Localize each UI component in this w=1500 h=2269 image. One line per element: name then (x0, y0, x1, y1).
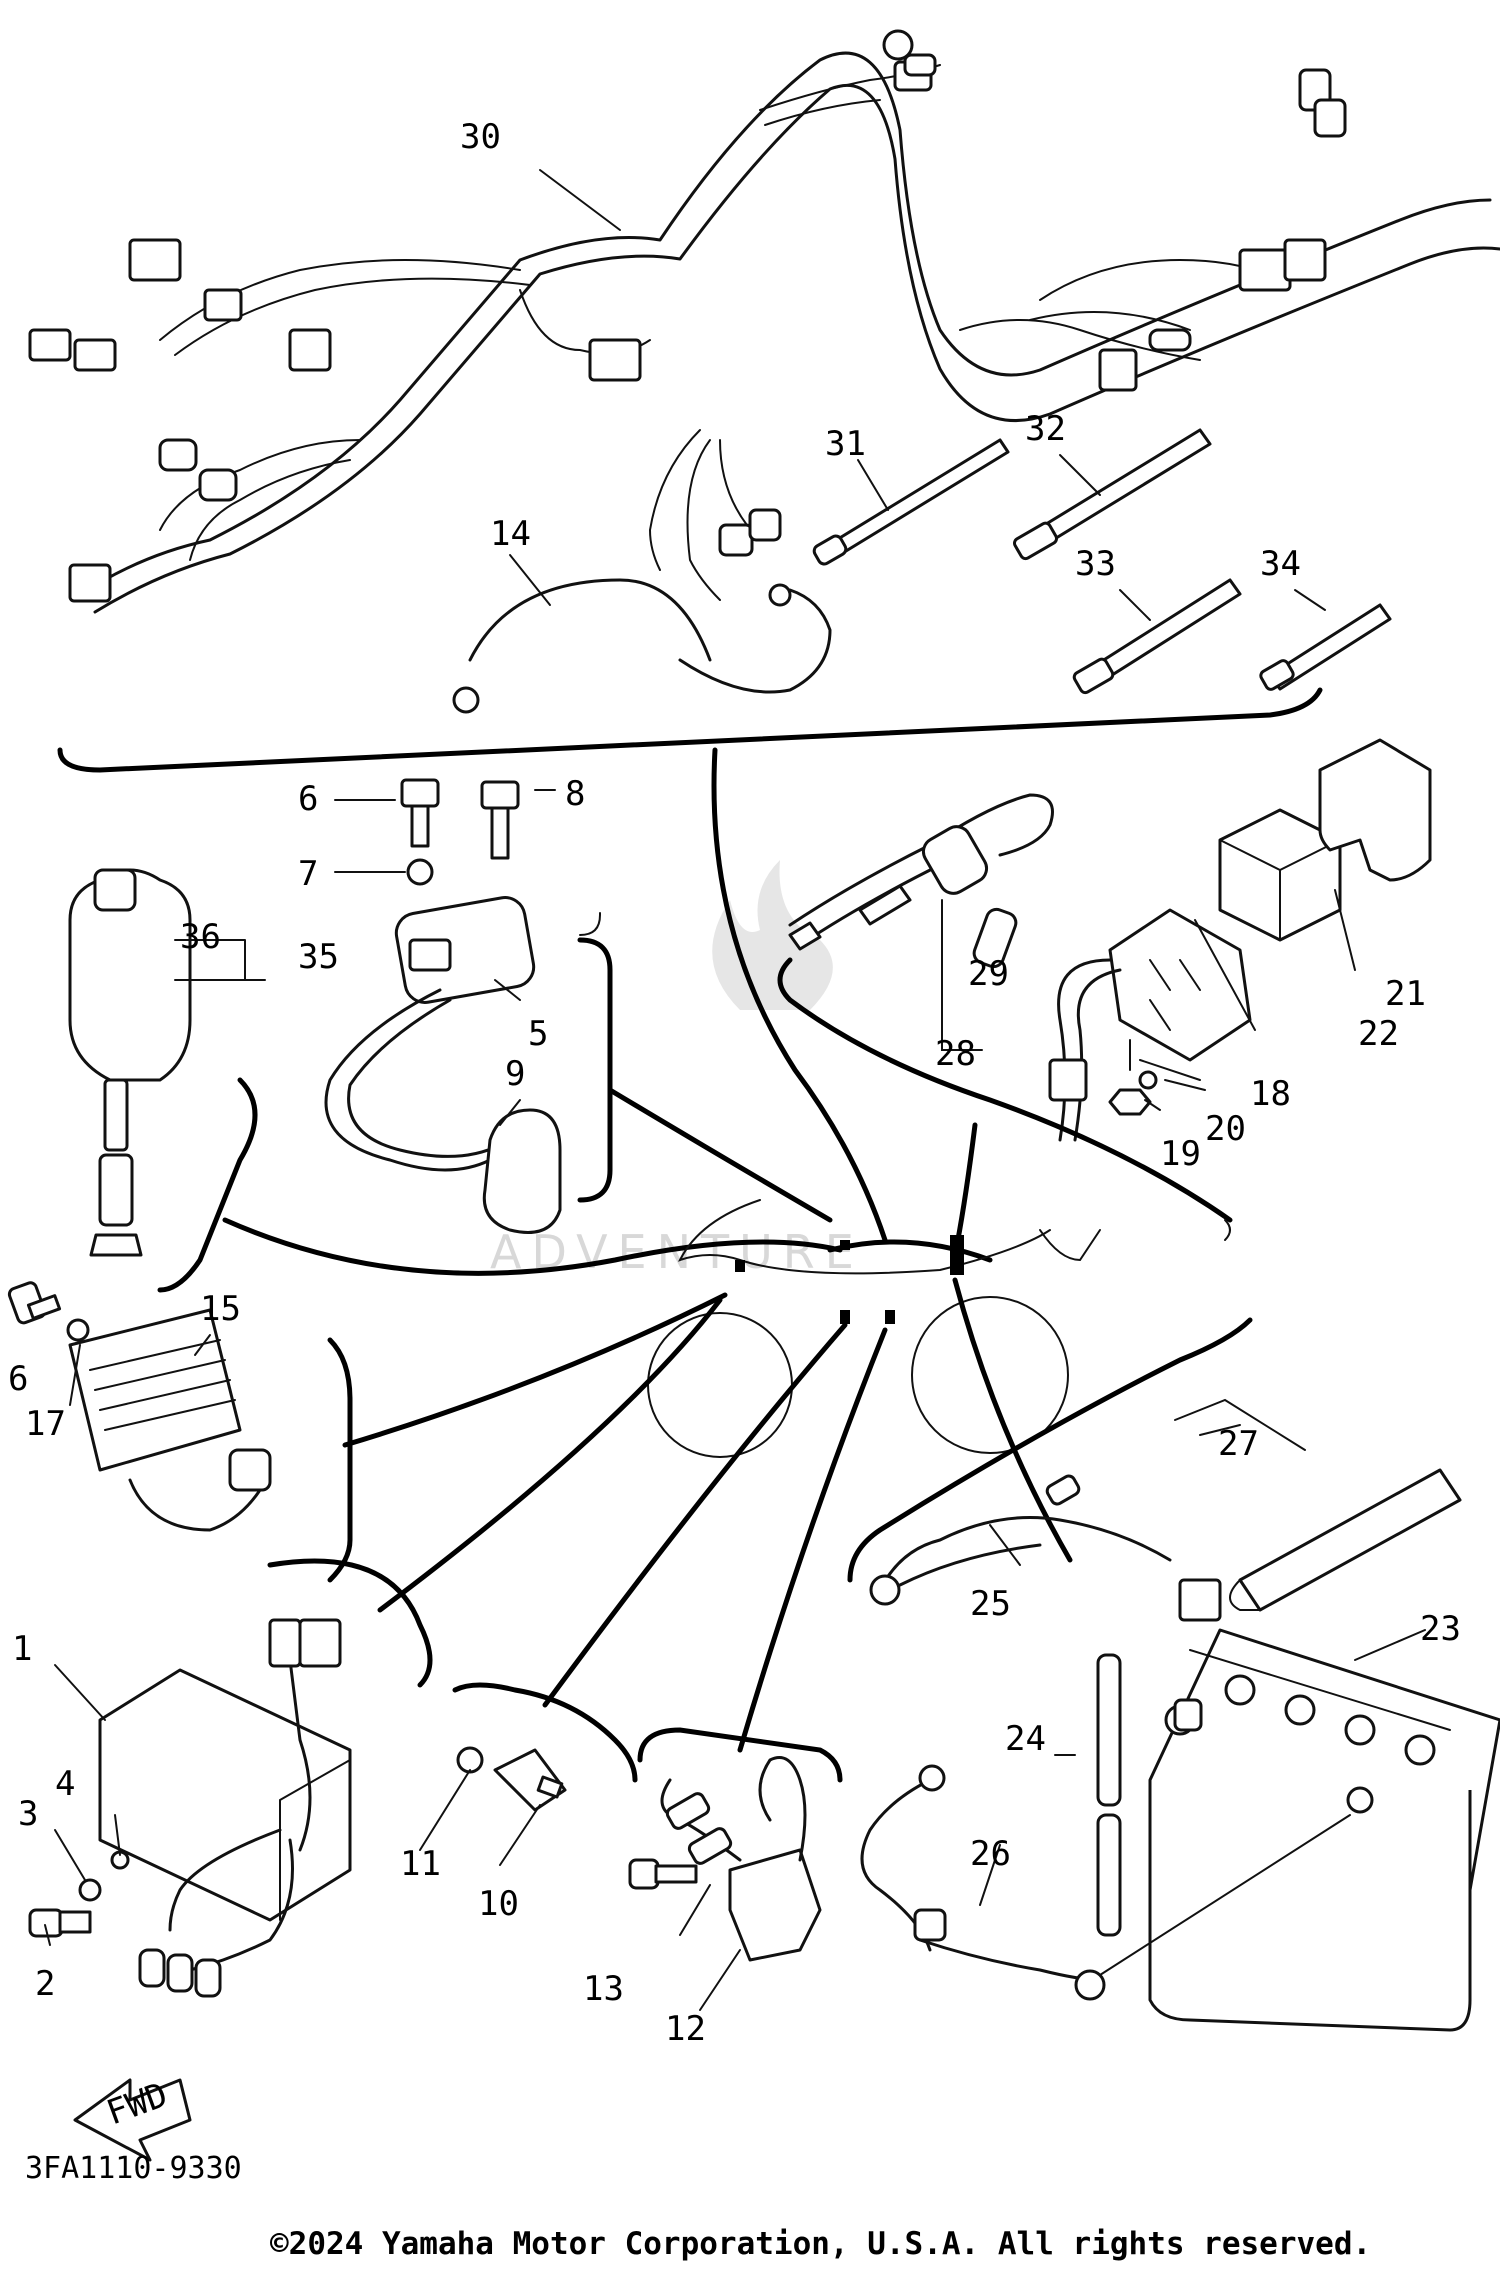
bracket-neutral (452, 1682, 638, 1783)
callout: 3 (18, 1794, 38, 1834)
band-31[interactable] (812, 438, 1010, 566)
bracket-rectifier (327, 1337, 353, 1583)
bolt-8[interactable] (480, 780, 520, 860)
fwd-arrow-icon: FWD (73, 2075, 192, 2162)
bolt-6-lower[interactable] (7, 1281, 62, 1325)
callout: 32 (1025, 409, 1066, 449)
leader-lines (44, 169, 1426, 2011)
callout: 17 (25, 1404, 66, 1444)
fuse-29[interactable] (971, 907, 1018, 970)
callout: 13 (583, 1969, 624, 2009)
bracket-battery (847, 1317, 1253, 1583)
callout: 31 (825, 424, 866, 464)
rectifier-regulator[interactable] (68, 1308, 272, 1532)
flame-logo-icon (712, 860, 833, 1010)
screw-13[interactable] (628, 1858, 698, 1890)
band-34[interactable] (1259, 603, 1392, 691)
callout: 21 (1385, 974, 1426, 1014)
washer-17[interactable] (66, 1318, 90, 1342)
callout: 15 (200, 1289, 241, 1329)
bracket-cdi (267, 1558, 433, 1688)
callout: 36 (180, 917, 221, 957)
bolt-6[interactable] (400, 778, 440, 848)
gasket-11[interactable] (456, 1746, 484, 1774)
callout: 1 (12, 1629, 32, 1669)
callout: 35 (298, 937, 339, 977)
bracket-coil (577, 937, 613, 1203)
callout: 30 (460, 117, 501, 157)
washer-7[interactable] (406, 858, 434, 886)
callout: 11 (400, 1844, 441, 1884)
callout: 8 (565, 774, 585, 814)
frame-line-center (711, 747, 888, 1243)
lead-28[interactable] (788, 793, 1054, 951)
brake-switch[interactable] (660, 1756, 822, 1962)
battery[interactable] (1148, 1628, 1500, 2032)
callout: 34 (1260, 544, 1301, 584)
callout: 22 (1358, 1014, 1399, 1054)
bracket-brake (637, 1727, 843, 1783)
callout: 6 (298, 779, 318, 819)
battery-band[interactable] (1229, 1468, 1462, 1612)
callout: 7 (298, 854, 318, 894)
callout: 27 (1218, 1424, 1259, 1464)
callout: 9 (505, 1054, 525, 1094)
band-33[interactable] (1072, 578, 1242, 695)
group-bracket-top (57, 687, 1323, 773)
callout: 33 (1075, 544, 1116, 584)
callout: 6 (8, 1359, 28, 1399)
bracket-relay (777, 957, 1233, 1223)
starter-relay[interactable] (1048, 908, 1252, 1142)
wire-harness[interactable] (28, 29, 1500, 614)
callout: 18 (1250, 1074, 1291, 1114)
main-switch[interactable] (68, 868, 192, 1257)
battery-lead-26[interactable] (860, 1764, 1351, 2001)
callout: 5 (528, 1014, 548, 1054)
ground-lead[interactable] (452, 578, 832, 714)
callout: 23 (1420, 1609, 1461, 1649)
ignition-coil[interactable] (324, 894, 562, 1234)
callout: 24 (1005, 1719, 1046, 1759)
callout: 26 (970, 1834, 1011, 1874)
breather-tube[interactable] (1096, 1653, 1122, 1937)
bracket-switch (157, 1077, 258, 1293)
callout: 10 (478, 1884, 519, 1924)
cdi-unit[interactable] (98, 1618, 352, 1998)
diagram-code: 3FA1110-9330 (25, 2151, 242, 2186)
callout: 2 (35, 1964, 55, 2004)
callout-labels: 1 2 3 4 5 6 7 8 9 10 11 12 13 14 15 6 17… (8, 117, 1461, 2049)
callout: 20 (1205, 1109, 1246, 1149)
washer-3[interactable] (78, 1878, 102, 1902)
callout: 14 (490, 514, 531, 554)
callout: 28 (935, 1034, 976, 1074)
copyright-notice: ©2024 Yamaha Motor Corporation, U.S.A. A… (270, 2226, 1371, 2262)
relay-cover-21[interactable] (1318, 738, 1432, 882)
callout: 12 (665, 2009, 706, 2049)
callout: 4 (55, 1764, 75, 1804)
washer-20[interactable] (1138, 1070, 1158, 1090)
neutral-switch[interactable] (493, 1748, 567, 1812)
callout: 19 (1160, 1134, 1201, 1174)
callout: 29 (968, 954, 1009, 994)
bolt-2[interactable] (28, 1908, 92, 1938)
nut-19[interactable] (1108, 1088, 1152, 1116)
battery-lead-25[interactable] (869, 1474, 1222, 1622)
callout: 25 (970, 1584, 1011, 1624)
band-32[interactable] (1013, 428, 1212, 561)
